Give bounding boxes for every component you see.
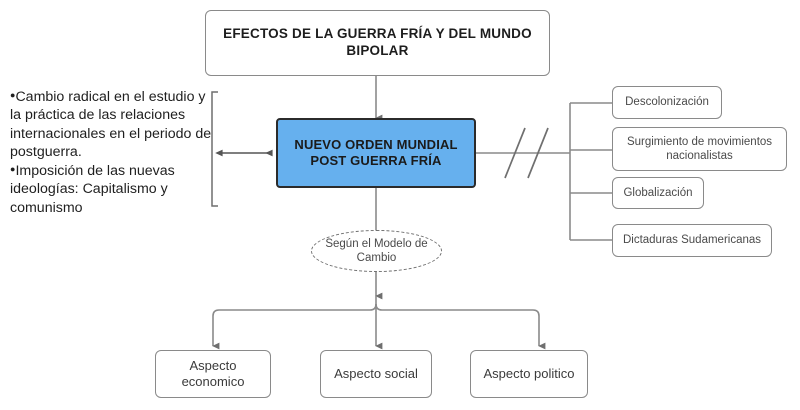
effect-label: Dictaduras Sudamericanas — [622, 234, 762, 247]
effect-box-globalizacion: Globalización — [612, 177, 704, 209]
side-note-item-1-line-0: ●Imposición de las nuevas — [10, 162, 175, 179]
aspect-box-politico: Aspecto politico — [470, 350, 588, 398]
aspect-label: Aspecto social — [334, 365, 418, 381]
aspect-label: Aspecto economico — [181, 357, 245, 389]
side-note-item-0-line-2: internacionales en el periodo de — [10, 125, 212, 142]
side-note-item-0-line-3: postguerra. — [10, 144, 82, 161]
title-box-label: EFECTOS DE LA GUERRA FRÍA Y DEL MUNDO BI… — [223, 26, 532, 58]
effect-box-dictaduras-sudamericanas: Dictaduras Sudamericanas — [612, 224, 772, 257]
effect-label: Descolonización — [625, 96, 709, 109]
aspect-label: Aspecto politico — [483, 365, 575, 381]
aspect-box-economico: Aspecto economico — [155, 350, 271, 398]
main-concept-label: NUEVO ORDEN MUNDIAL POST GUERRA FRÍA — [294, 136, 458, 168]
bullet-icon: ● — [10, 164, 16, 175]
side-note-item-0-line-1: la práctica de las relaciones — [10, 107, 186, 124]
connector-main-to-effects — [476, 127, 570, 179]
aspect-box-social: Aspecto social — [320, 350, 432, 398]
side-note-item-0-line-0: ●Cambio radical en el estudio y — [10, 89, 206, 105]
side-note-item-1-line-1: ideologías: Capitalismo y — [10, 181, 168, 198]
title-box: EFECTOS DE LA GUERRA FRÍA Y DEL MUNDO BI… — [205, 10, 550, 76]
model-ellipse: Según el Modelo de Cambio — [311, 230, 442, 272]
effect-box-descolonizacion: Descolonización — [612, 86, 722, 119]
connector-model-to-aspects — [212, 272, 546, 350]
side-note-item-1-line-2: comunismo — [10, 199, 83, 216]
model-ellipse-label: Según el Modelo de Cambio — [325, 237, 428, 264]
side-note: ●Cambio radical en el estudio y la práct… — [10, 88, 215, 217]
effects-tree — [569, 102, 612, 241]
bullet-icon: ● — [10, 90, 16, 101]
effect-label: Surgimiento de movimientos nacionalistas — [626, 135, 773, 162]
effect-box-movimientos-nacionalistas: Surgimiento de movimientos nacionalistas — [612, 127, 787, 171]
effect-label: Globalización — [623, 186, 693, 199]
main-concept-box: NUEVO ORDEN MUNDIAL POST GUERRA FRÍA — [276, 118, 476, 188]
side-note-bracket — [211, 91, 218, 207]
